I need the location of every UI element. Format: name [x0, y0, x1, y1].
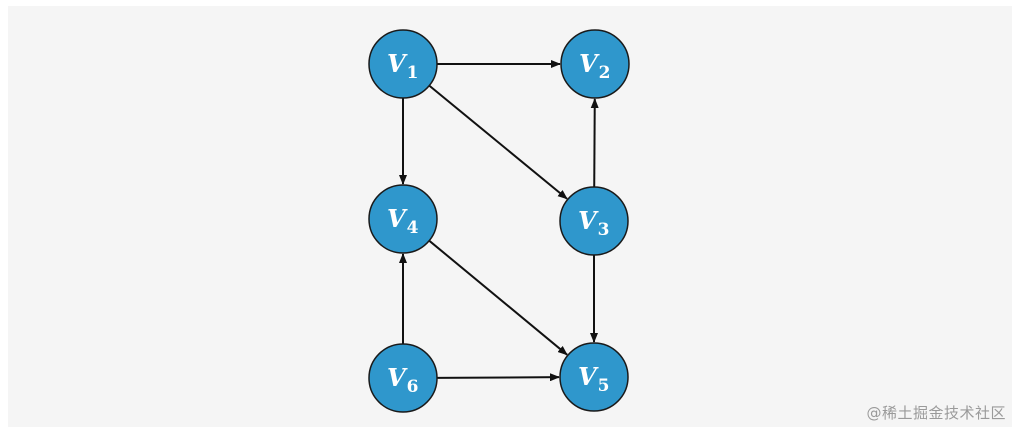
node-circle-v6: [368, 343, 438, 413]
watermark-text: @稀土掘金技术社区: [866, 404, 1006, 422]
node-circle-v1: [368, 29, 438, 99]
node-letter-v1: V: [387, 49, 408, 78]
node-letter-v4: V: [387, 204, 408, 233]
edge-v6-to-v5: [436, 373, 561, 382]
edges-layer: [399, 60, 599, 382]
node-circle-v5: [559, 342, 629, 412]
node-label-v3: V3: [578, 206, 609, 240]
node-label-v1: V1: [387, 49, 418, 83]
edge-v3-to-v2: [590, 97, 599, 188]
node-letter-v5: V: [578, 362, 599, 391]
node-v6: V6: [368, 343, 438, 413]
node-subscript-v4: 4: [407, 218, 419, 238]
node-v5: V5: [559, 342, 629, 412]
node-subscript-v3: 3: [598, 220, 610, 240]
node-subscript-v2: 2: [599, 63, 611, 83]
node-subscript-v5: 5: [598, 376, 610, 396]
node-v4: V4: [368, 184, 438, 254]
edge-v1-to-v3: [428, 84, 568, 200]
node-label-v2: V2: [579, 49, 610, 83]
node-label-v4: V4: [387, 204, 419, 238]
diagram-canvas: [8, 6, 1012, 427]
node-circle-v2: [560, 29, 630, 99]
node-letter-v3: V: [578, 206, 599, 235]
node-letter-v2: V: [579, 49, 600, 78]
edge-v4-to-v5: [428, 239, 568, 356]
node-v3: V3: [559, 186, 629, 256]
node-circle-v4: [368, 184, 438, 254]
node-v1: V1: [368, 29, 438, 99]
node-subscript-v1: 1: [407, 63, 419, 83]
node-circle-v3: [559, 186, 629, 256]
node-label-v5: V5: [578, 362, 609, 396]
node-subscript-v6: 6: [407, 377, 419, 397]
node-v2: V2: [560, 29, 630, 99]
node-letter-v6: V: [387, 363, 408, 392]
node-label-v6: V6: [387, 363, 418, 397]
